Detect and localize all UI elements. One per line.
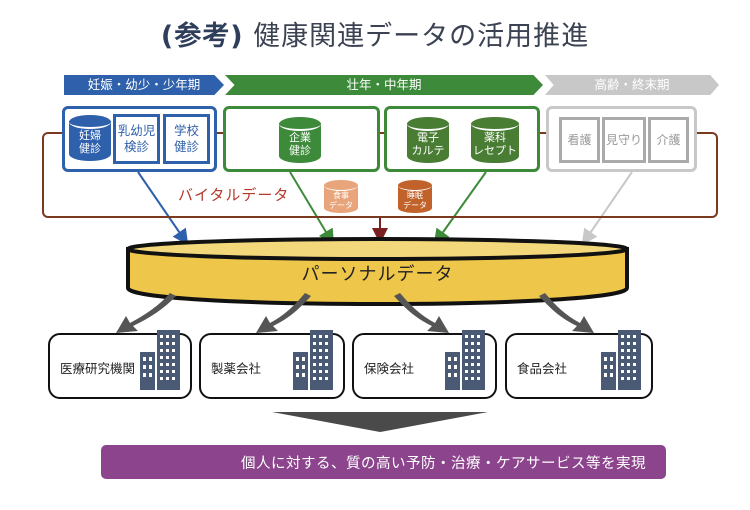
- source-group-medical: 電子 カルテ 薬科 レセプト: [384, 106, 540, 172]
- cylinder-label-2: 健診: [79, 142, 101, 155]
- building-icon: [293, 330, 333, 390]
- org-pharmaceutical: 製薬会社: [199, 330, 345, 399]
- arrow-gray: [581, 171, 633, 246]
- org-label: 製薬会社: [211, 361, 262, 376]
- pharmacy-receipt-cylinder: 薬科 レセプト: [471, 117, 519, 167]
- sleep-data-cylinder: 睡眠 データ: [398, 180, 432, 214]
- org-insurance: 保険会社: [352, 330, 497, 399]
- source-group-childhood: 妊婦 健診 乳幼児 検診 学校 健診: [62, 106, 217, 172]
- org-label: 医療研究機関: [60, 361, 136, 376]
- distribution-arrow-4: [539, 293, 594, 333]
- down-chevron-arrow: [272, 412, 488, 432]
- personal-data-label: パーソナルデータ: [301, 264, 454, 285]
- title-prefix: (参考): [160, 21, 244, 52]
- cylinder-label-1: 企業: [289, 131, 311, 144]
- distribution-arrow-3: [394, 293, 449, 333]
- cylinder-label-2: 健診: [289, 144, 311, 157]
- vital-data-frame: [42, 132, 718, 218]
- result-text: 個人に対する、質の高い予防・治療・ケアサービス等を実現: [241, 456, 646, 472]
- source-group-corporate: 企業 健診: [223, 106, 380, 172]
- page-title: (参考) 健康関連データの活用推進: [0, 14, 750, 53]
- org-food: 食品会社: [505, 330, 653, 399]
- org-medical-research: 医療研究機関: [48, 330, 192, 399]
- box-label-2: 健診: [173, 139, 199, 154]
- care-box: 介護: [648, 117, 689, 163]
- result-banner: [101, 445, 666, 479]
- arrow-green-2: [433, 171, 487, 246]
- cylinder-label-1: 睡眠: [407, 191, 423, 200]
- cylinder-label-1: 妊婦: [79, 129, 101, 142]
- cylinder-label-2: データ: [329, 201, 353, 210]
- nursing-box: 看護: [559, 117, 600, 163]
- ehr-cylinder: 電子 カルテ: [407, 117, 449, 167]
- corporate-checkup-cylinder: 企業 健診: [279, 117, 321, 167]
- arrow-blue: [137, 171, 189, 246]
- phase-adulthood: 壮年・中年期: [225, 75, 543, 95]
- distribution-arrow-1: [116, 293, 176, 333]
- box-label-1: 乳幼児: [117, 123, 156, 138]
- arrow-green-1: [289, 171, 335, 246]
- school-checkup-box: 学校 健診: [163, 114, 210, 164]
- personal-data-disk: [126, 237, 629, 306]
- org-label: 保険会社: [364, 361, 415, 376]
- pregnancy-checkup-cylinder: 妊婦 健診: [69, 115, 111, 165]
- building-icon: [445, 330, 485, 390]
- source-group-elderly: 看護 見守り 介護: [546, 106, 697, 172]
- cylinder-label-1: 薬科: [484, 131, 506, 144]
- cylinder-label-1: 食事: [333, 191, 349, 200]
- box-label-1: 学校: [173, 123, 199, 138]
- vital-data-label: バイタルデータ: [178, 186, 290, 204]
- meal-data-cylinder: 食事 データ: [324, 180, 358, 214]
- cylinder-label-2: データ: [403, 201, 427, 210]
- cylinder-label-2: レセプト: [473, 144, 517, 157]
- cylinder-label-1: 電子: [417, 131, 439, 144]
- phase-childhood: 妊娠・幼少・少年期: [64, 75, 224, 95]
- building-icon: [601, 330, 641, 390]
- title-main: 健康関連データの活用推進: [253, 21, 590, 52]
- org-label: 食品会社: [517, 361, 568, 376]
- building-icon: [140, 330, 180, 390]
- infant-checkup-box: 乳幼児 検診: [113, 114, 160, 164]
- cylinder-label-2: カルテ: [411, 144, 445, 157]
- monitoring-box: 見守り: [602, 117, 646, 163]
- distribution-arrow-2: [256, 293, 311, 333]
- box-label-2: 検診: [123, 139, 149, 154]
- phase-elderly: 高齢・終末期: [545, 75, 719, 95]
